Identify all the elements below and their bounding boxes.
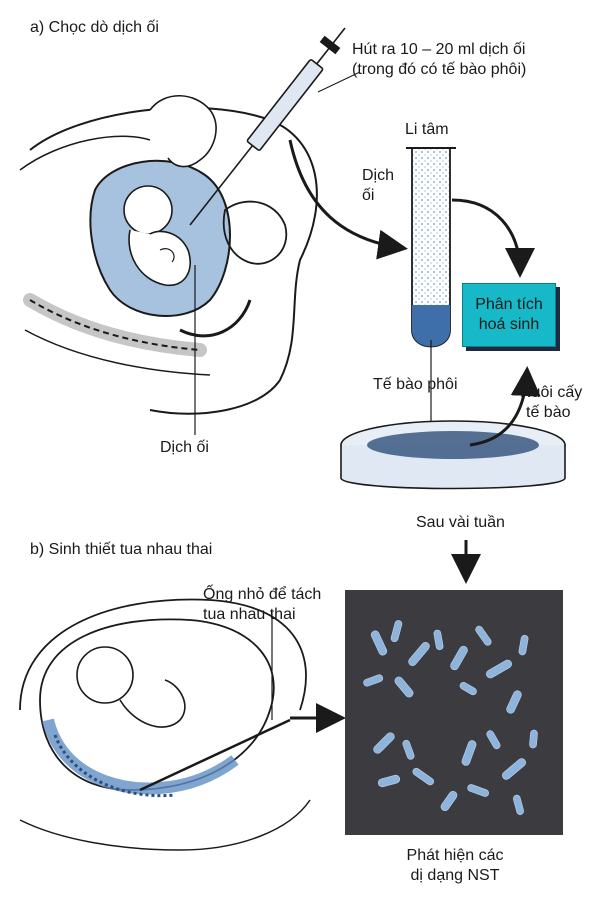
chorionic-illustration [19, 598, 311, 851]
amniocentesis-illustration [19, 95, 318, 435]
embryo-cells-label: Tế bào phôi [373, 376, 458, 393]
result-line1: Phát hiện các [406, 847, 504, 864]
culture-label-line1: Nuôi cấy [520, 384, 583, 401]
culture-label-line2: tế bào [526, 404, 571, 421]
biochem-line1: Phân tích [475, 296, 543, 313]
spine [23, 293, 211, 376]
weeks-label: Sau vài tuần [416, 514, 505, 531]
biochem-analysis-box: Phân tích hoá sinh [462, 283, 556, 347]
karyotype-micrograph [345, 590, 563, 835]
flow-arrows [288, 139, 541, 733]
tube-label-line1: Ống nhỏ để tách [203, 586, 322, 603]
hand [149, 95, 217, 168]
section-a-title: a) Chọc dò dịch ối [30, 19, 159, 36]
chromosome-spread [363, 620, 538, 815]
centrifuge-tube [406, 147, 456, 440]
petri-dish-icon [340, 420, 566, 490]
fluid-label-line2: ối [362, 187, 375, 204]
amniotic-fluid-label: Dịch ối [160, 439, 209, 456]
syringe-note-line1: Hút ra 10 – 20 ml dịch ối [352, 41, 526, 58]
syringe-icon [189, 27, 361, 226]
tube-label-line2: tua nhau thai [203, 606, 296, 623]
fetus [123, 185, 191, 286]
result-line2: dị dạng NST [410, 867, 500, 884]
fluid-label-line1: Dịch [362, 167, 395, 184]
syringe-note-line2: (trong đó có tế bào phôi) [352, 61, 527, 78]
biochem-line2: hoá sinh [478, 316, 540, 333]
centrifuge-label: Li tâm [405, 121, 449, 138]
section-b-title: b) Sinh thiết tua nhau thai [30, 541, 213, 558]
